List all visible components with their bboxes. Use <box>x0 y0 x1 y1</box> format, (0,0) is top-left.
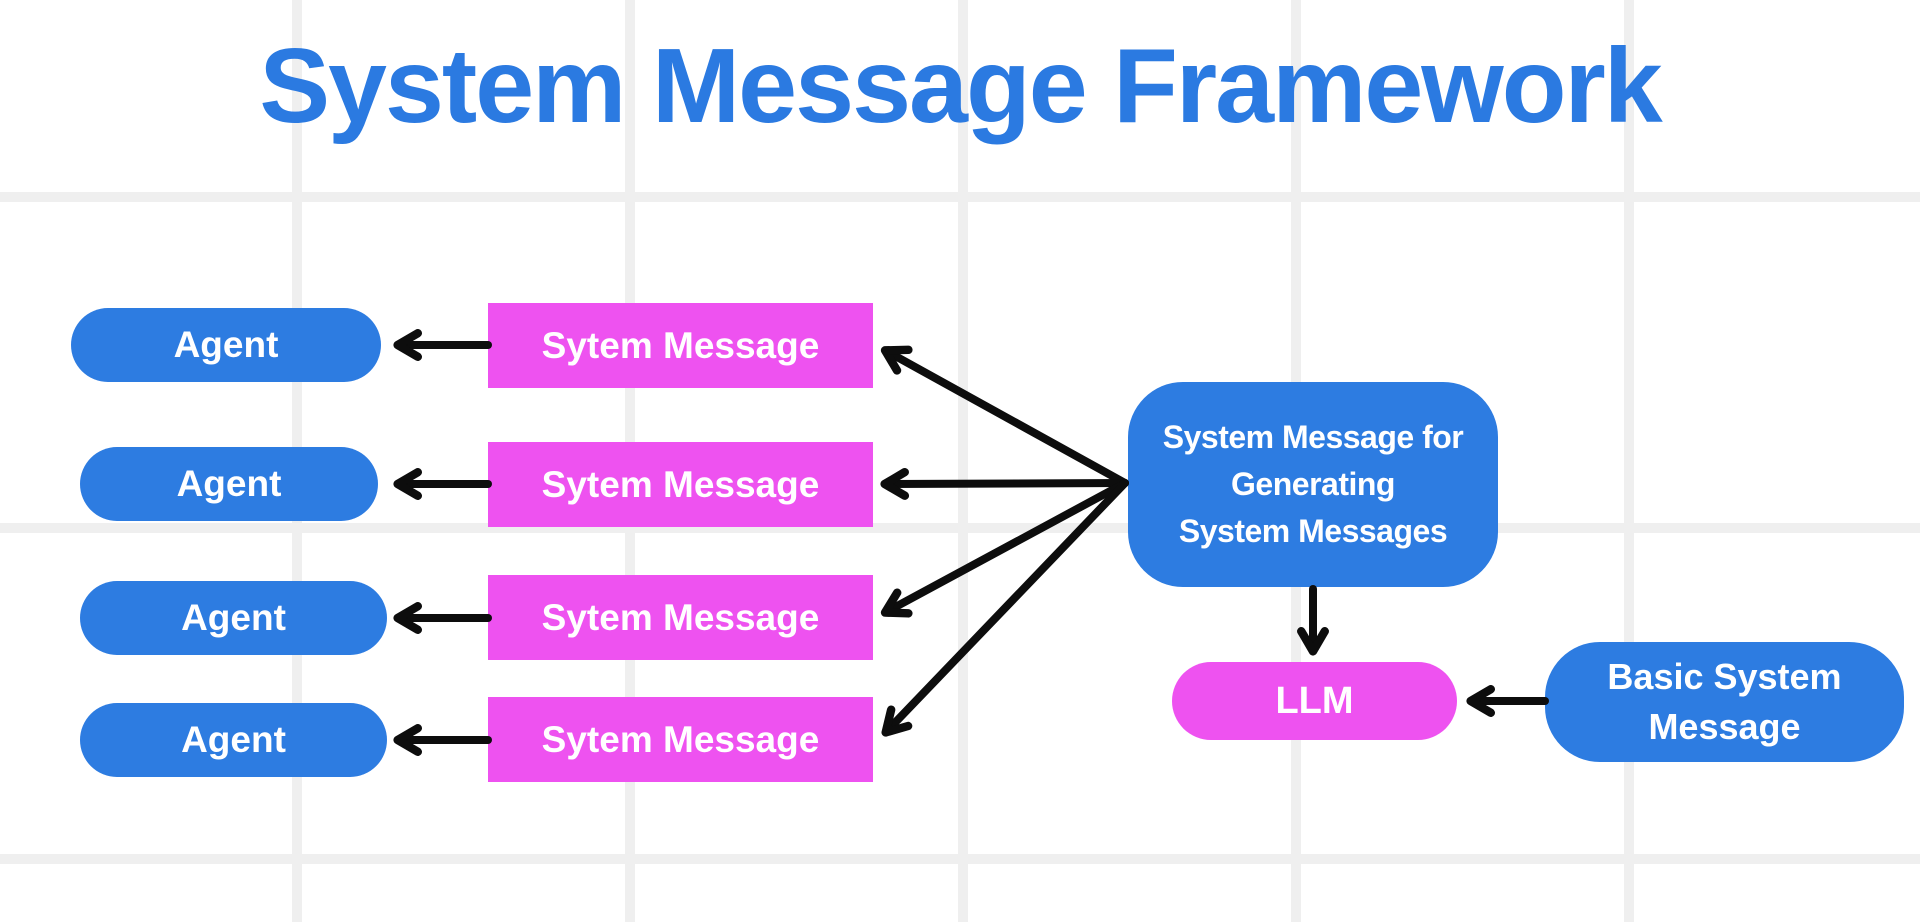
generator-system-message-node: System Message for Generating System Mes… <box>1128 382 1498 587</box>
system-message-node-2-label: Sytem Message <box>541 463 820 505</box>
connector-generator-to-message3 <box>880 479 1129 618</box>
basic-system-message-node: Basic System Message <box>1545 642 1904 762</box>
system-message-node-1: Sytem Message <box>488 303 873 388</box>
agent-node-2: Agent <box>80 447 378 521</box>
system-message-node-4-label: Sytem Message <box>541 718 820 760</box>
system-message-node-4: Sytem Message <box>488 697 873 782</box>
generator-system-message-label: System Message for Generating System Mes… <box>1162 419 1464 549</box>
system-message-node-1-label: Sytem Message <box>541 324 820 366</box>
system-message-node-2: Sytem Message <box>488 442 873 527</box>
system-message-node-3: Sytem Message <box>488 575 873 660</box>
connector-generator-to-message2 <box>880 467 1129 500</box>
llm-node-label: LLM <box>1275 679 1354 722</box>
page-title: System Message Framework <box>259 27 1662 145</box>
connector-generator-to-message4 <box>881 479 1129 737</box>
agent-node-3: Agent <box>80 581 387 655</box>
connector-generator-to-message1 <box>880 345 1129 487</box>
llm-node: LLM <box>1172 662 1457 740</box>
agent-node-4-label: Agent <box>181 719 286 760</box>
system-message-node-3-label: Sytem Message <box>541 596 820 638</box>
agent-node-4: Agent <box>80 703 387 777</box>
agent-node-1: Agent <box>71 308 381 382</box>
agent-node-3-label: Agent <box>181 597 286 638</box>
agent-node-1-label: Agent <box>173 324 279 365</box>
basic-system-message-label: Basic System Message <box>1607 656 1842 747</box>
agent-node-2-label: Agent <box>176 463 282 504</box>
